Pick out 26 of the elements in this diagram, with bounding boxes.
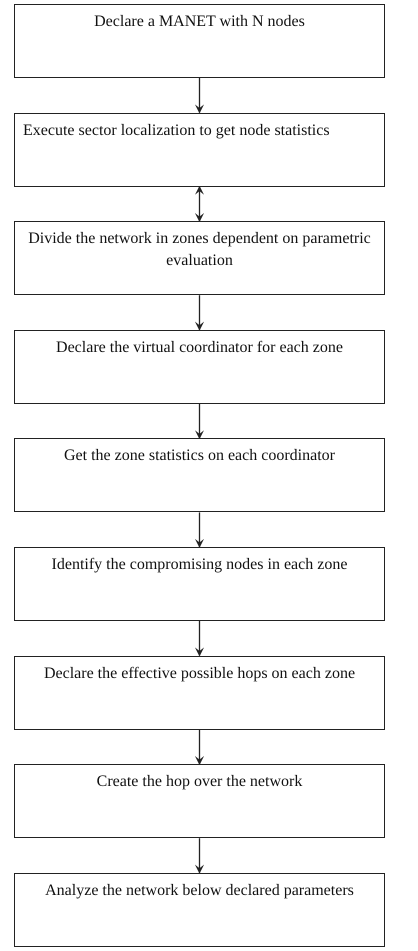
step-text: Get the zone statistics on each coordinator	[62, 446, 336, 466]
step-text: Identify the compromising nodes in each zone	[50, 555, 348, 575]
process-box	[14, 438, 385, 512]
process-box	[14, 872, 385, 947]
process-box	[14, 112, 385, 187]
step-text: Declare a MANET with N nodes	[93, 12, 306, 32]
arrow	[194, 78, 204, 114]
step-text: Analyze the network below declared parameters	[44, 880, 355, 901]
arrow	[194, 512, 204, 548]
arrow	[194, 186, 204, 222]
arrow	[194, 730, 204, 766]
process-box	[14, 330, 385, 404]
process-box	[14, 221, 385, 296]
step-text: Declare the effective possible hops on each zone	[42, 664, 356, 684]
process-box	[14, 547, 385, 621]
process-box	[14, 764, 385, 838]
arrow	[194, 621, 204, 656]
step-text: Declare the virtual coordinator for each zone	[55, 338, 344, 358]
arrow	[194, 404, 204, 440]
step-text: Execute sector localization to get node statistics	[23, 120, 331, 141]
step-text: Divide the network in zones dependent on parametric evaluation	[27, 229, 372, 271]
arrow	[194, 838, 204, 874]
arrow	[194, 295, 204, 331]
process-box	[14, 4, 385, 78]
process-box	[14, 656, 385, 730]
step-text: Create the hop over the network	[96, 772, 304, 792]
